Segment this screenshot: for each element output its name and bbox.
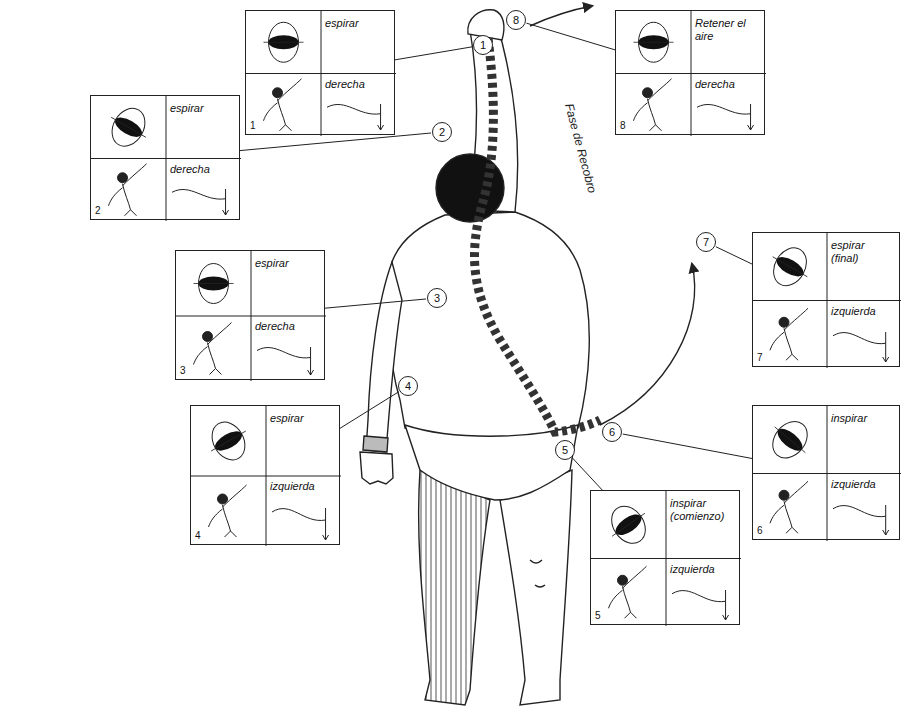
head-position-icon [634,22,674,62]
leader-line [527,23,615,50]
callout-number: 4 [399,377,417,395]
callout-box: 8 Retener el aire derecha [615,10,765,135]
leader-line [325,299,426,308]
panel-number: 2 [95,205,101,217]
side-text: derecha [695,78,758,91]
knee-mark [530,560,545,587]
left-leg [419,470,490,705]
callout-grid [191,406,341,546]
side-text: derecha [170,163,233,176]
head-position-icon [763,239,818,294]
callout-grid [753,233,901,368]
recovery-arrow-top [530,6,592,26]
panel-number: 5 [595,610,601,622]
callout-number: 3 [428,289,446,307]
swimmer-icon [109,164,147,216]
arm-motion-icon [833,505,889,535]
arm-motion-icon [327,104,384,130]
callout-box: 4 espirar izquierda [190,405,340,545]
callout-grid [91,96,241,221]
right-leg [500,470,572,705]
callout-grid [753,406,901,541]
leader-line [623,434,752,458]
breathing-text: espirar [325,17,388,30]
callout-box: 7 espirar (final) izquierda [752,232,900,367]
breathing-text: espirar (final) [831,239,893,265]
callout-box: 3 espirar derecha [175,250,325,380]
callout-grid [246,11,396,136]
callout-grid [616,11,766,136]
leader-line [572,458,602,490]
swimmer-icon [609,566,647,618]
arm-motion-icon [272,508,329,540]
leader-line [395,47,472,60]
callout-circle: 8 [506,10,526,30]
callout-circle: 5 [555,440,575,460]
panel-number: 8 [620,120,626,132]
callout-number: 2 [433,123,451,141]
callout-number: 1 [474,36,492,54]
hand [360,452,393,484]
panel-number: 3 [180,365,186,377]
callout-number: 7 [697,233,715,251]
swimmer-icon [634,79,672,131]
callout-circle: 6 [602,422,622,442]
callout-number: 8 [507,11,525,29]
callout-box: 2 espirar derecha [90,95,240,220]
leader-line [340,392,399,429]
swimmer-icon [209,485,247,537]
arm-motion-icon [257,347,314,375]
callout-circle: 4 [398,376,418,396]
arm-motion-icon [697,104,754,130]
recovery-arrow [600,264,695,425]
side-text: izquierda [670,563,733,576]
panel-number: 4 [195,530,201,542]
breathing-text: inspirar [831,412,893,425]
arm-motion-icon [672,590,729,620]
phase-label: Fase de Recobro [561,100,599,196]
breathing-text: espirar [170,102,233,115]
callout-circle: 2 [432,122,452,142]
wrist-band [363,436,388,452]
swimmer-icon [770,481,808,533]
arm-motion-icon [172,189,229,215]
head-position-icon [194,264,234,304]
side-text: izquierda [831,305,893,318]
breathing-text: Retener el aire [695,17,758,43]
side-text: derecha [255,320,318,333]
leader-line [240,133,431,151]
panel-number: 1 [250,120,256,132]
panel-number: 6 [757,525,763,537]
breathing-text: espirar [270,412,333,425]
callout-grid [176,251,326,381]
swimmer-icon [264,79,302,131]
callout-box: 6 inspirar izquierda [752,405,900,540]
callout-number: 6 [603,423,621,441]
callout-circle: 7 [696,232,716,252]
head-position-icon [201,414,256,469]
arm-motion-icon [833,332,889,362]
head-position-icon [601,497,657,553]
callout-box: 1 espirar derecha [245,10,395,135]
head-position-icon [264,22,304,62]
leader-line [716,247,752,264]
side-text: izquierda [270,480,333,493]
side-text: izquierda [831,478,893,491]
callout-circle: 1 [473,35,493,55]
head-position-icon [101,100,156,155]
callout-box: 5 inspirar (comienzo) izquierda [590,490,740,625]
head-position-icon [762,412,818,468]
callout-circle: 3 [427,288,447,308]
breathing-text: espirar [255,257,318,270]
stroke-path-band [475,38,600,432]
swimmer-icon [194,323,232,375]
breathing-text: inspirar (comienzo) [670,497,733,523]
callout-number: 5 [556,441,574,459]
panel-number: 7 [757,352,763,364]
side-text: derecha [325,78,388,91]
swimmer-icon [770,308,808,360]
lower-arm [366,262,402,452]
